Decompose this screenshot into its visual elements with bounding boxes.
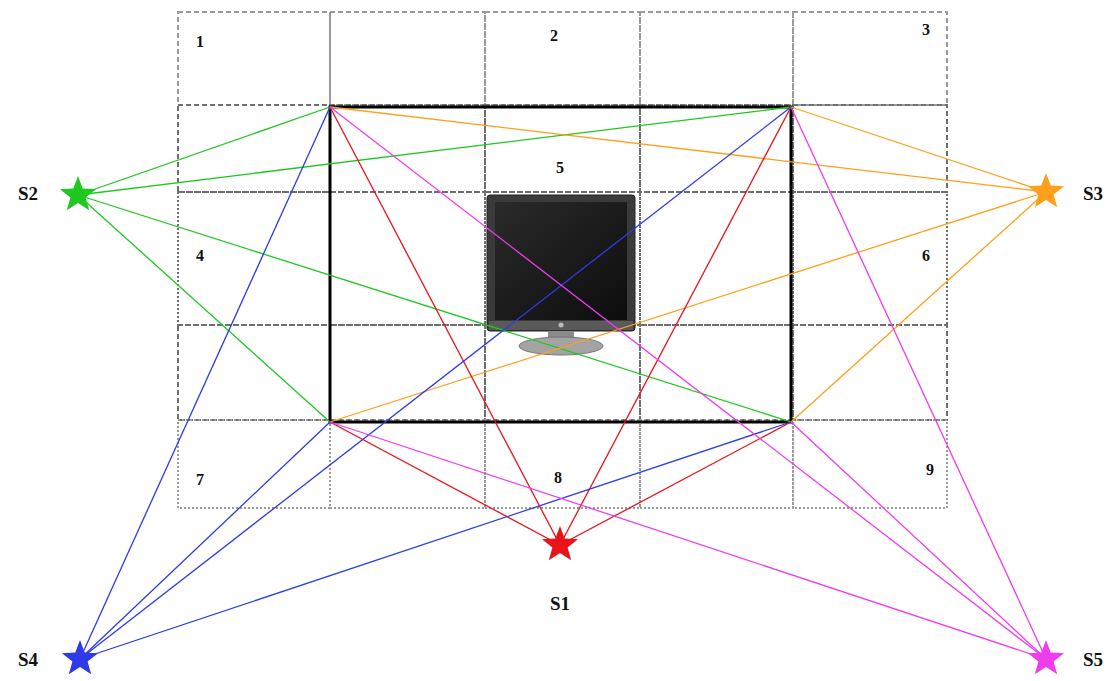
region-number: 2 <box>549 28 559 44</box>
region-number: 5 <box>555 160 565 176</box>
region-cell <box>640 12 793 105</box>
star-shape <box>1028 173 1064 207</box>
star-shape <box>62 640 98 674</box>
region-cell <box>640 192 793 325</box>
sight-line <box>78 107 791 195</box>
region-cell <box>330 12 485 105</box>
sight-line <box>330 422 560 545</box>
sight-line <box>330 192 1046 422</box>
sensor-label: S1 <box>550 594 570 613</box>
region-number: 9 <box>925 462 935 478</box>
star-symbol <box>60 639 100 679</box>
sight-line <box>330 107 560 545</box>
monitor-bezel <box>487 195 635 331</box>
sight-line <box>791 107 1046 192</box>
sensor-star: S4 <box>60 639 100 679</box>
star-symbol <box>1026 639 1066 679</box>
sight-lines <box>78 107 1046 659</box>
region-number: 4 <box>195 248 205 264</box>
sight-line <box>78 107 330 195</box>
region-number: 1 <box>195 34 205 50</box>
sight-line <box>330 422 1046 659</box>
sight-line <box>78 195 330 422</box>
region-grid <box>178 12 947 508</box>
region-cell <box>330 325 485 420</box>
sensor-star: S5 <box>1026 639 1066 679</box>
region-cell <box>793 192 947 325</box>
monitor-button <box>559 323 564 328</box>
region-number: 3 <box>921 22 931 38</box>
sight-line <box>330 107 1046 192</box>
region-cell <box>485 192 640 325</box>
sight-line <box>791 107 1046 659</box>
star-symbol <box>540 525 580 565</box>
region-cell <box>485 420 640 508</box>
sight-line <box>560 422 791 545</box>
frame-rectangle <box>330 107 791 422</box>
sensor-label: S5 <box>1083 650 1103 669</box>
star-symbol <box>1026 172 1066 212</box>
sensor-label: S2 <box>18 184 38 203</box>
sensor-label: S4 <box>18 650 38 669</box>
region-cell <box>178 12 330 105</box>
sight-line <box>560 107 791 545</box>
region-cell <box>178 325 330 420</box>
region-number: 6 <box>921 248 931 264</box>
sensor-star: S1 <box>540 525 580 565</box>
region-number: 7 <box>195 472 205 488</box>
star-symbol <box>58 175 98 215</box>
sensor-star: S3 <box>1026 172 1066 212</box>
region-cell <box>485 325 640 420</box>
region-cell <box>640 105 793 192</box>
star-shape <box>1028 640 1064 674</box>
sight-line <box>791 422 1046 659</box>
region-cell <box>793 12 947 105</box>
sight-line <box>80 422 330 659</box>
region-cell <box>793 325 947 420</box>
star-shape <box>60 176 96 210</box>
star-shape <box>542 526 578 560</box>
sensor-star: S2 <box>58 175 98 215</box>
region-cell <box>330 192 485 325</box>
region-cell <box>485 105 640 192</box>
sight-line <box>80 107 791 659</box>
monitor-screen <box>495 202 627 320</box>
region-number: 8 <box>553 470 563 486</box>
sight-line <box>80 107 330 659</box>
region-cell <box>178 105 330 192</box>
sight-line <box>330 107 1046 659</box>
sensor-label: S3 <box>1083 184 1103 203</box>
region-cell <box>330 105 485 192</box>
region-cell <box>485 12 640 105</box>
sight-line <box>791 192 1046 422</box>
region-cell <box>793 105 947 192</box>
